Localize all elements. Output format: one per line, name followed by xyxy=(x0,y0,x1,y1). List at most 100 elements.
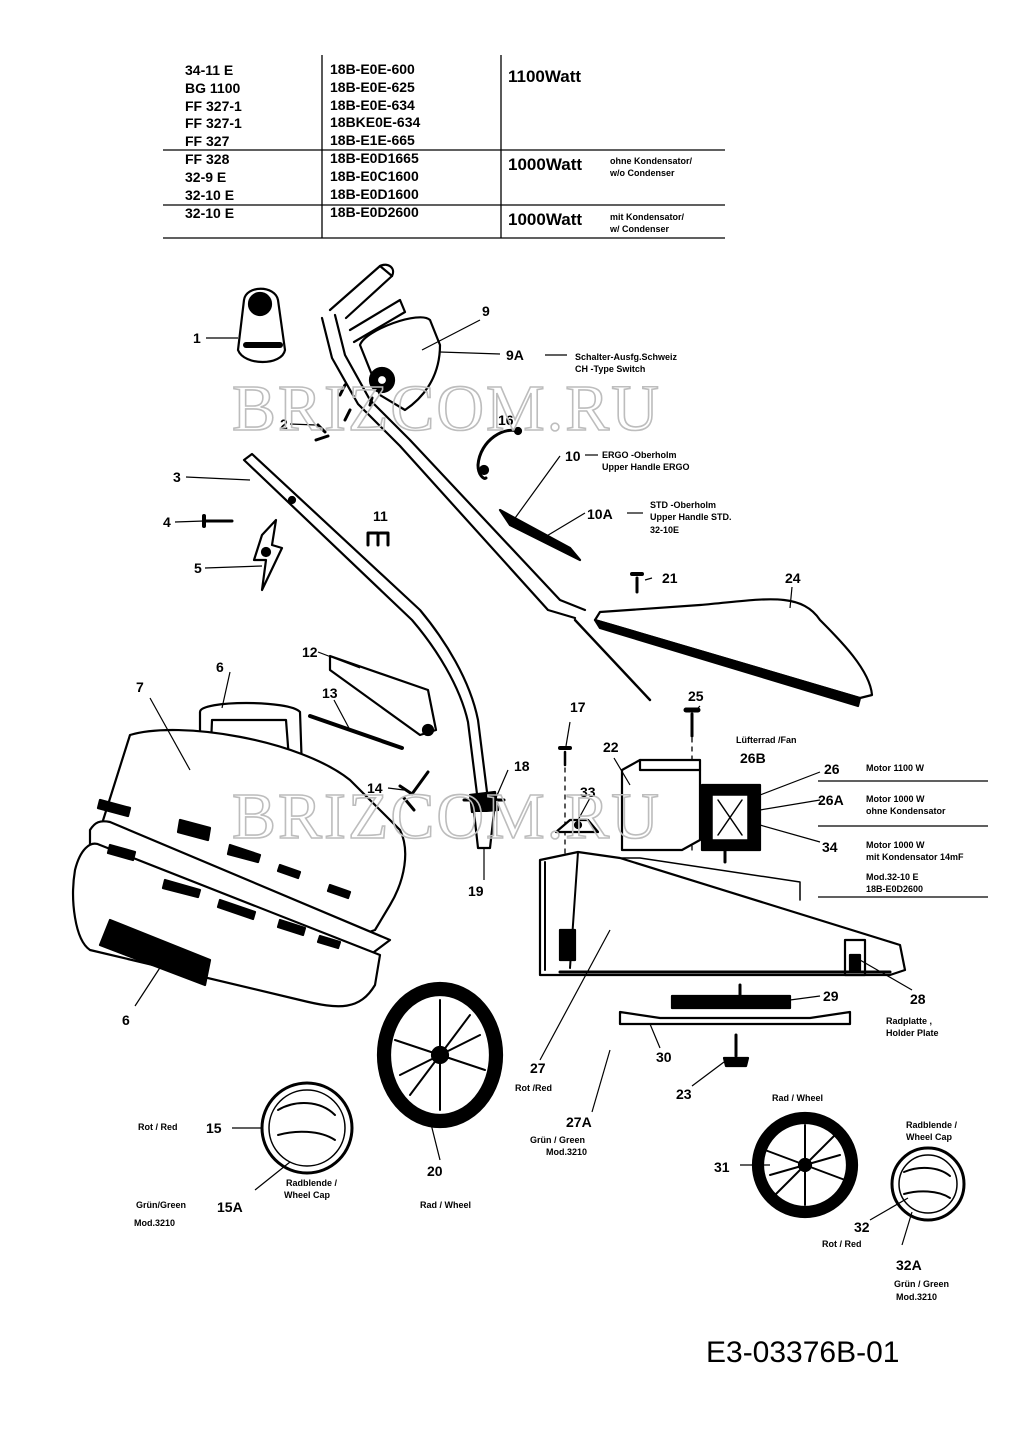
part-number: 16 xyxy=(498,412,514,428)
part-number: 15A xyxy=(217,1199,243,1215)
part-number: 18 xyxy=(514,758,530,774)
part-number: 9A xyxy=(506,347,524,363)
note-26B: Lüfterrad /Fan xyxy=(736,735,797,745)
note-15A: Radblende / xyxy=(286,1178,338,1188)
note-20: Rad / Wheel xyxy=(420,1200,471,1210)
cable-clip-small-drawing xyxy=(366,531,390,547)
fan-drawing xyxy=(670,983,792,1010)
watermark: BRIZCOM.RU xyxy=(232,780,661,853)
part-number: 25 xyxy=(688,688,704,704)
part-number: 12 xyxy=(302,644,318,660)
part-number: 9 xyxy=(482,303,490,319)
part-number: 27 xyxy=(530,1060,546,1076)
part-number: 5 xyxy=(194,560,202,576)
table-wattage: 1000Watt xyxy=(508,155,582,174)
part-number: 1 xyxy=(193,330,201,346)
table-code: 18B-E0D2600 xyxy=(330,204,419,220)
table-code: 18BKE0E-634 xyxy=(330,114,420,130)
cable-hook-drawing xyxy=(236,287,287,363)
note-26: Motor 1100 W xyxy=(866,763,925,773)
part-number: 32 xyxy=(854,1219,870,1235)
note-26A: ohne Kondensator xyxy=(866,806,946,816)
note-15A: Wheel Cap xyxy=(284,1190,331,1200)
note-10: ERGO -Oberholm xyxy=(602,450,677,460)
note-32: Rot / Red xyxy=(822,1239,862,1249)
note-34: 18B-E0D2600 xyxy=(866,884,923,894)
clip-drawing xyxy=(398,770,430,812)
table-model: 32-9 E xyxy=(185,169,226,185)
part-number: 22 xyxy=(603,739,619,755)
wheel-cap-15-drawing xyxy=(260,1081,354,1175)
table-wattage: 1000Watt xyxy=(508,210,582,229)
screw-17-drawing xyxy=(558,746,572,861)
table-code: 18B-E0C1600 xyxy=(330,168,419,184)
note-10A: 32-10E xyxy=(650,525,679,535)
table-model: FF 327 xyxy=(185,133,230,149)
part-number: 23 xyxy=(676,1086,692,1102)
part-number: 31 xyxy=(714,1159,730,1175)
upper-handle-drawing xyxy=(320,263,652,702)
note-27A: Mod.3210 xyxy=(546,1147,587,1157)
blade-drawing xyxy=(618,1010,852,1026)
part-number: 19 xyxy=(468,883,484,899)
table-wattage: 1100Watt xyxy=(508,67,581,86)
part-number: 20 xyxy=(427,1163,443,1179)
table-note: mit Kondensator/ xyxy=(610,212,685,222)
table-model: BG 1100 xyxy=(185,80,240,96)
part-number: 27A xyxy=(566,1114,592,1130)
part-number: 29 xyxy=(823,988,839,1004)
note-9A: CH -Type Switch xyxy=(575,364,645,374)
document-code: E3-03376B-01 xyxy=(706,1336,899,1369)
wheel-cap-32-drawing xyxy=(890,1146,966,1222)
note-27A: Grün / Green xyxy=(530,1135,585,1145)
cable-clip-drawing xyxy=(476,426,523,480)
table-model: 32-10 E xyxy=(185,187,234,203)
part-number: 34 xyxy=(822,839,838,855)
table-code: 18B-E1E-665 xyxy=(330,132,415,148)
part-number: 6 xyxy=(122,1012,130,1028)
leader-lines xyxy=(134,319,988,1246)
part-number: 32A xyxy=(896,1257,922,1273)
note-10A: STD -Oberholm xyxy=(650,500,716,510)
part-number: 24 xyxy=(785,570,801,586)
note-34: Motor 1000 W xyxy=(866,840,925,850)
part-number: 33 xyxy=(580,784,596,800)
table-code: 18B-E0D1600 xyxy=(330,186,419,202)
part-number: 14 xyxy=(367,780,383,796)
wing-nut-drawing xyxy=(252,518,284,592)
table-model: FF 328 xyxy=(185,151,230,167)
note-15A: Grün/Green xyxy=(136,1200,186,1210)
part-number: 4 xyxy=(163,514,171,530)
table-note: w/ Condenser xyxy=(609,224,670,234)
wheel-20-drawing xyxy=(376,981,504,1129)
part-number: 21 xyxy=(662,570,678,586)
part-number: 26A xyxy=(818,792,844,808)
note-32-cap: Wheel Cap xyxy=(906,1132,953,1142)
grass-bag-drawing xyxy=(72,701,407,1008)
motor-housing-drawing xyxy=(620,758,702,852)
table-model: 34-11 E xyxy=(185,62,233,78)
part-number: 26 xyxy=(824,761,840,777)
part-number: 13 xyxy=(322,685,338,701)
part-numbers: 1 2 3 4 5 6 6 7 9 9A 10 10A 11 12 13 14 … xyxy=(122,303,926,1273)
note-31: Rad / Wheel xyxy=(772,1093,823,1103)
note-15: Rot / Red xyxy=(138,1122,178,1132)
part-number: 7 xyxy=(136,679,144,695)
note-32-cap: Radblende / xyxy=(906,1120,958,1130)
part-notes: Schalter-Ausfg.Schweiz CH -Type Switch E… xyxy=(134,352,964,1302)
deflector-drawing xyxy=(328,654,438,737)
note-10: Upper Handle ERGO xyxy=(602,462,690,472)
table-note: w/o Condenser xyxy=(609,168,675,178)
part-number: 26B xyxy=(740,750,766,766)
part-number: 10 xyxy=(565,448,581,464)
part-number: 3 xyxy=(173,469,181,485)
wedge-drawing xyxy=(554,818,600,834)
rod-drawing xyxy=(308,714,404,750)
note-9A: Schalter-Ausfg.Schweiz xyxy=(575,352,678,362)
table-code: 18B-E0D1665 xyxy=(330,150,419,166)
mower-deck-drawing xyxy=(538,850,907,977)
table-code: 18B-E0E-600 xyxy=(330,61,415,77)
lower-handle-drawing xyxy=(242,452,500,850)
note-34: mit Kondensator 14mF xyxy=(866,852,964,862)
